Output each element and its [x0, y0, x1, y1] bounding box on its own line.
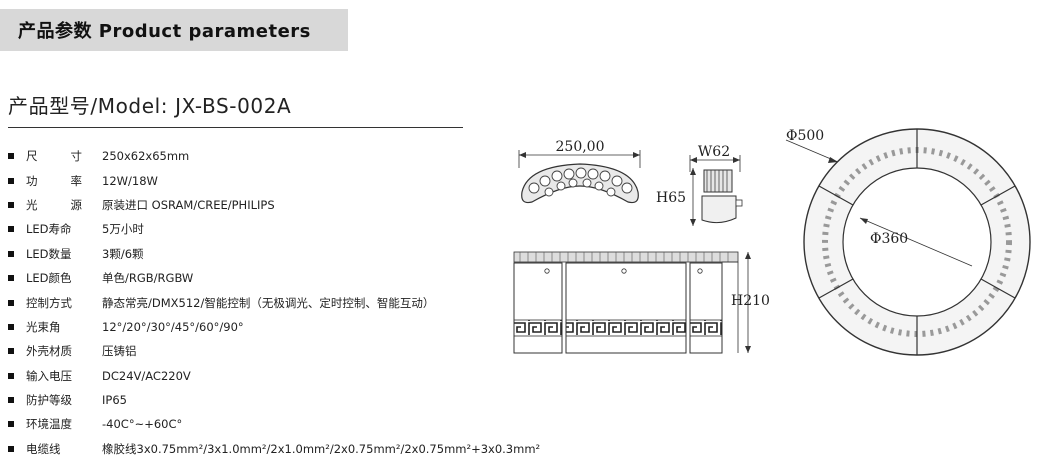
- bullet-icon: [8, 299, 14, 306]
- spec-label: 防护等级: [26, 393, 72, 408]
- spec-label: LED颜色: [26, 271, 72, 286]
- spec-row-led-color: LED颜色 单色/RGB/RGBW: [8, 266, 540, 290]
- spec-value: 原装进口 OSRAM/CREE/PHILIPS: [102, 197, 275, 212]
- spec-value: 12°/20°/30°/45°/60°/90°: [102, 319, 244, 334]
- spec-value: 3颗/6颗: [102, 246, 144, 261]
- bullet-icon: [8, 226, 14, 233]
- spec-label: 环境温度: [26, 417, 72, 432]
- spec-value: 压铸铝: [102, 344, 137, 359]
- bullet-icon: [8, 397, 14, 404]
- spec-label: 外壳材质: [26, 344, 72, 359]
- spec-value: 橡胶线3x0.75mm²/3x1.0mm²/2x1.0mm²/2x0.75mm²…: [102, 441, 541, 456]
- spec-row-led-count: LED数量 3颗/6颗: [8, 242, 540, 266]
- spec-row-housing: 外壳材质 压铸铝: [8, 339, 540, 363]
- spec-row-size: 尺寸 250x62x65mm: [8, 144, 540, 168]
- spec-row-cable: 电缆线 橡胶线3x0.75mm²/3x1.0mm²/2x1.0mm²/2x0.7…: [8, 437, 540, 461]
- spec-value: IP65: [102, 393, 127, 408]
- spec-list: 尺寸 250x62x65mm 功率 12W/18W 光源 原装进口 OSRAM/…: [8, 144, 540, 461]
- bullet-icon: [8, 421, 14, 428]
- model-title: 产品型号/Model: JX-BS-002A: [8, 94, 292, 118]
- dim-height-label: H65: [656, 190, 686, 206]
- dim-outer-diameter-label: Φ500: [786, 128, 824, 144]
- bullet-icon: [8, 445, 14, 452]
- spec-label: 输入电压: [26, 368, 72, 383]
- spec-label: 功率: [26, 173, 82, 188]
- spec-label: LED数量: [26, 246, 72, 261]
- spec-value: 静态常亮/DMX512/智能控制（无极调光、定时控制、智能互动）: [102, 295, 435, 310]
- spec-value: 单色/RGB/RGBW: [102, 271, 194, 286]
- bullet-icon: [8, 250, 14, 257]
- spec-label: LED寿命: [26, 222, 72, 237]
- spec-label: 电缆线: [26, 441, 61, 456]
- spec-label: 控制方式: [26, 295, 72, 310]
- spec-row-protection: 防护等级 IP65: [8, 388, 540, 412]
- section-title: 产品参数 Product parameters: [18, 21, 311, 42]
- bullet-icon: [8, 348, 14, 355]
- spec-value: 5万小时: [102, 222, 144, 237]
- spec-row-control: 控制方式 静态常亮/DMX512/智能控制（无极调光、定时控制、智能互动）: [8, 290, 540, 314]
- spec-value: DC24V/AC220V: [102, 368, 191, 383]
- spec-row-temperature: 环境温度 -40C°~+60C°: [8, 412, 540, 436]
- spec-value: -40C°~+60C°: [102, 417, 183, 432]
- spec-row-voltage: 输入电压 DC24V/AC220V: [8, 364, 540, 388]
- spec-row-power: 功率 12W/18W: [8, 168, 540, 192]
- bullet-icon: [8, 275, 14, 282]
- bullet-icon: [8, 153, 14, 160]
- spec-label: 尺寸: [26, 149, 82, 164]
- spec-row-led-life: LED寿命 5万小时: [8, 217, 540, 241]
- spec-row-light-source: 光源 原装进口 OSRAM/CREE/PHILIPS: [8, 193, 540, 217]
- ring-plan-drawing: Φ500 Φ360: [785, 128, 1031, 356]
- side-view-drawing: W62 H65: [656, 144, 743, 226]
- front-elevation-drawing: H210: [513, 251, 770, 354]
- top-view-drawing: 250,00: [518, 139, 641, 204]
- dim-inner-diameter-label: Φ360: [870, 231, 908, 247]
- header-bar: [0, 9, 348, 51]
- spec-value: 12W/18W: [102, 173, 158, 188]
- spec-row-beam-angle: 光束角 12°/20°/30°/45°/60°/90°: [8, 315, 540, 339]
- spec-label: 光源: [26, 197, 82, 212]
- dim-total-height-label: H210: [731, 293, 770, 309]
- dim-width-label: W62: [698, 144, 730, 160]
- model-underline: [8, 127, 463, 128]
- bullet-icon: [8, 201, 14, 208]
- bullet-icon: [8, 323, 14, 330]
- bullet-icon: [8, 177, 14, 184]
- spec-value: 250x62x65mm: [102, 149, 190, 164]
- dim-length-label: 250,00: [556, 139, 605, 155]
- bullet-icon: [8, 372, 14, 379]
- spec-label: 光束角: [26, 319, 61, 334]
